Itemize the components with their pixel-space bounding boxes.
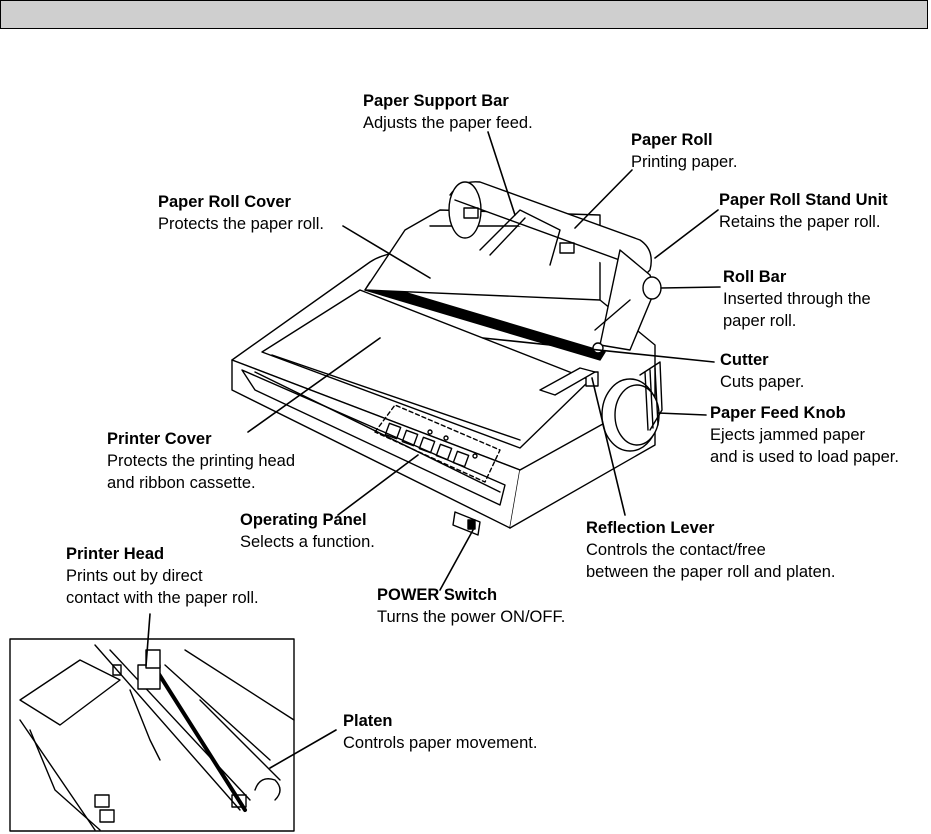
callout-title: Paper Roll Cover bbox=[158, 193, 291, 211]
callout-title: Roll Bar bbox=[723, 268, 787, 286]
callout-printer-cover: Printer Cover Protects the printing head… bbox=[107, 428, 295, 494]
callout-paper-feed-knob: Paper Feed Knob Ejects jammed paper and … bbox=[710, 402, 899, 468]
callout-platen: Platen Controls paper movement. bbox=[343, 710, 537, 754]
callout-desc: Printing paper. bbox=[631, 153, 738, 171]
leader-lines bbox=[145, 131, 721, 769]
callout-title: Paper Support Bar bbox=[363, 92, 509, 110]
callout-desc: Selects a function. bbox=[240, 533, 375, 551]
callout-desc-line1: Protects the printing head bbox=[107, 452, 296, 470]
callout-title: Paper Roll bbox=[631, 131, 713, 149]
callout-desc-line1: Prints out by direct bbox=[66, 567, 203, 585]
callout-desc-line1: Inserted through the bbox=[723, 290, 871, 308]
callout-title: Reflection Lever bbox=[586, 519, 715, 537]
callout-desc-line2: and is used to load paper. bbox=[710, 448, 899, 466]
callout-title: Cutter bbox=[720, 351, 769, 369]
callout-desc-line1: Ejects jammed paper bbox=[710, 426, 865, 444]
callout-paper-support-bar: Paper Support Bar Adjusts the paper feed… bbox=[363, 90, 533, 134]
callout-desc-line2: paper roll. bbox=[723, 312, 797, 330]
callout-roll-bar: Roll Bar Inserted through the paper roll… bbox=[723, 266, 871, 332]
callout-desc: Retains the paper roll. bbox=[719, 213, 881, 231]
callout-reflection-lever: Reflection Lever Controls the contact/fr… bbox=[586, 517, 836, 583]
callout-paper-roll-cover: Paper Roll Cover Protects the paper roll… bbox=[158, 191, 324, 235]
callout-desc-line1: Controls the contact/free bbox=[586, 541, 766, 559]
printer-body-illustration bbox=[231, 181, 663, 536]
callout-printer-head: Printer Head Prints out by direct contac… bbox=[66, 543, 259, 609]
callout-desc-line2: and ribbon cassette. bbox=[107, 474, 256, 492]
callout-desc-line2: between the paper roll and platen. bbox=[586, 563, 836, 581]
callout-desc-line2: contact with the paper roll. bbox=[66, 589, 259, 607]
callout-paper-roll-stand-unit: Paper Roll Stand Unit Retains the paper … bbox=[719, 189, 888, 233]
printer-head-inset bbox=[9, 638, 295, 832]
callout-title: POWER Switch bbox=[377, 586, 498, 604]
callout-cutter: Cutter Cuts paper. bbox=[720, 349, 804, 393]
callout-desc: Cuts paper. bbox=[720, 373, 805, 391]
callout-desc: Controls paper movement. bbox=[343, 734, 538, 752]
callout-title: Paper Roll Stand Unit bbox=[719, 191, 888, 209]
callout-title: Operating Panel bbox=[240, 511, 367, 529]
callout-desc: Protects the paper roll. bbox=[158, 215, 324, 233]
callout-title: Printer Cover bbox=[107, 430, 212, 448]
callout-desc: Turns the power ON/OFF. bbox=[377, 608, 566, 626]
callout-paper-roll: Paper Roll Printing paper. bbox=[631, 129, 737, 173]
callout-title: Paper Feed Knob bbox=[710, 404, 846, 422]
callout-desc: Adjusts the paper feed. bbox=[363, 114, 533, 132]
callout-title: Printer Head bbox=[66, 545, 165, 563]
callout-operating-panel: Operating Panel Selects a function. bbox=[240, 509, 375, 553]
callout-title: Platen bbox=[343, 712, 393, 730]
header-bar bbox=[0, 0, 928, 29]
callout-power-switch: POWER Switch Turns the power ON/OFF. bbox=[377, 584, 565, 628]
